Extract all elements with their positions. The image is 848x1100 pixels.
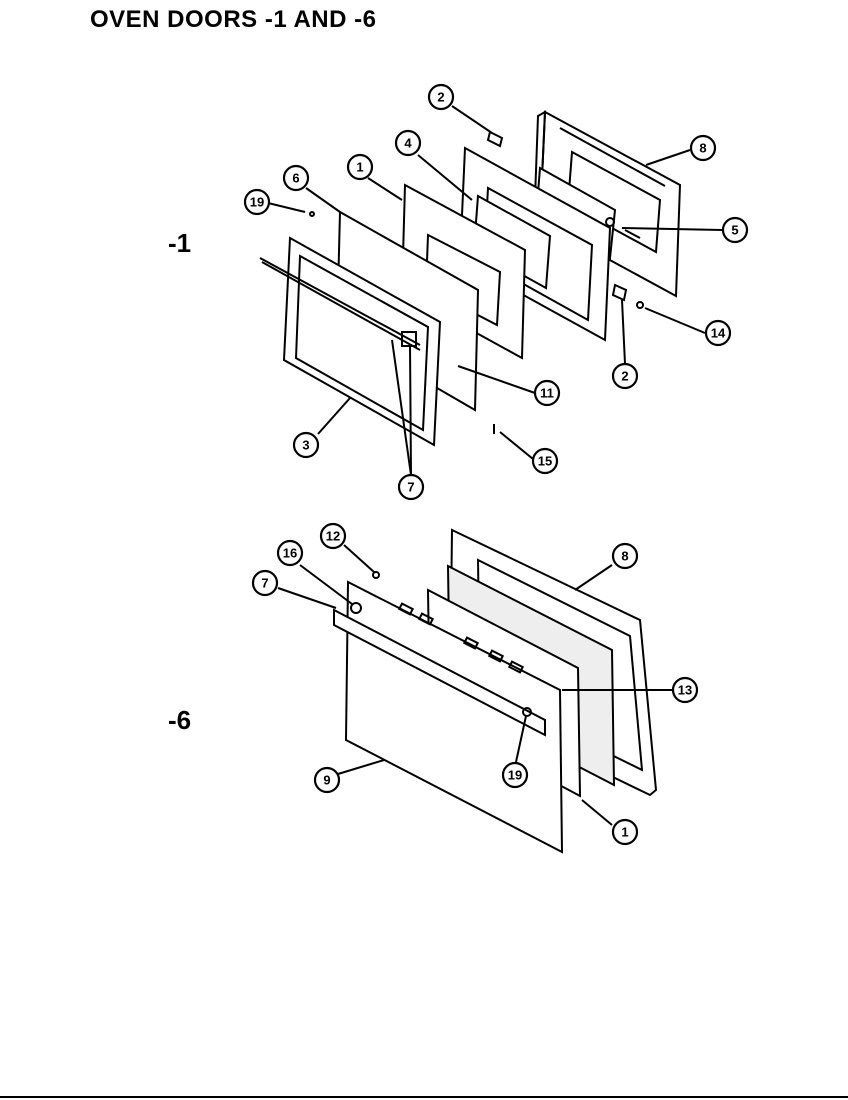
part-3-outer-frame <box>259 236 442 447</box>
bottom-callout-2: 16 <box>276 539 304 567</box>
bottom-callout-label: 8 <box>621 549 628 564</box>
top-callout-label: 15 <box>538 454 552 469</box>
bottom-callout-label: 12 <box>326 529 340 544</box>
top-callout-9: 2 <box>611 362 639 390</box>
bottom-callout-6: 19 <box>501 761 529 789</box>
top-callout-label: 1 <box>356 160 363 175</box>
page-title: OVEN DOORS -1 AND -6 <box>90 6 377 33</box>
bottom-rule <box>0 1096 848 1098</box>
bottom-callout-label: 16 <box>283 546 297 561</box>
section-label-6: -6 <box>168 705 192 735</box>
top-callout-label: 4 <box>404 136 412 151</box>
top-callout-10: 11 <box>533 379 561 407</box>
top-callout-label: 7 <box>407 480 414 495</box>
part-2-clip-top <box>486 130 504 148</box>
bottom-callout-1: 12 <box>319 522 347 550</box>
top-callout-label: 19 <box>250 195 264 210</box>
part-2-clip-bottom <box>611 283 628 302</box>
bottom-callout-label: 1 <box>621 825 628 840</box>
bottom-callout-4: 8 <box>611 542 639 570</box>
top-callout-5: 6 <box>282 164 310 192</box>
top-callout-7: 5 <box>721 216 749 244</box>
bottom-callout-label: 9 <box>323 773 330 788</box>
top-callout-label: 3 <box>302 438 309 453</box>
top-callout-8: 14 <box>704 319 732 347</box>
section-label-1: -1 <box>168 228 192 258</box>
top-callout-13: 15 <box>531 447 559 475</box>
top-callout-6: 19 <box>243 188 271 216</box>
top-callout-label: 2 <box>437 90 444 105</box>
bottom-callout-label: 13 <box>678 683 692 698</box>
part-14-screw <box>636 301 644 309</box>
top-callout-label: 8 <box>699 141 706 156</box>
top-callout-2: 8 <box>689 134 717 162</box>
top-callout-label: 6 <box>292 171 299 186</box>
bottom-callout-5: 13 <box>671 676 699 704</box>
top-callout-label: 14 <box>711 326 726 341</box>
part-19-screw <box>309 211 315 217</box>
top-callout-4: 1 <box>346 153 374 181</box>
top-callout-11: 3 <box>292 431 320 459</box>
bottom-callout-label: 7 <box>261 576 268 591</box>
callouts-top: 2 8 4 1 6 19 5 14 2 11 3 7 15 <box>243 83 749 501</box>
bottom-callout-3: 7 <box>251 569 279 597</box>
bottom-callout-7: 9 <box>313 766 341 794</box>
bottom-callout-label: 19 <box>508 768 522 783</box>
top-callout-label: 2 <box>621 369 628 384</box>
bottom-callout-8: 1 <box>611 818 639 846</box>
top-callout-3: 4 <box>394 129 422 157</box>
top-callout-label: 5 <box>731 223 738 238</box>
top-callout-label: 11 <box>540 386 554 401</box>
top-callout-12: 7 <box>397 473 425 501</box>
part-12-screw <box>372 571 380 579</box>
top-callout-1: 2 <box>427 83 455 111</box>
callouts-bottom: 12 16 7 8 13 19 9 1 <box>251 522 699 846</box>
